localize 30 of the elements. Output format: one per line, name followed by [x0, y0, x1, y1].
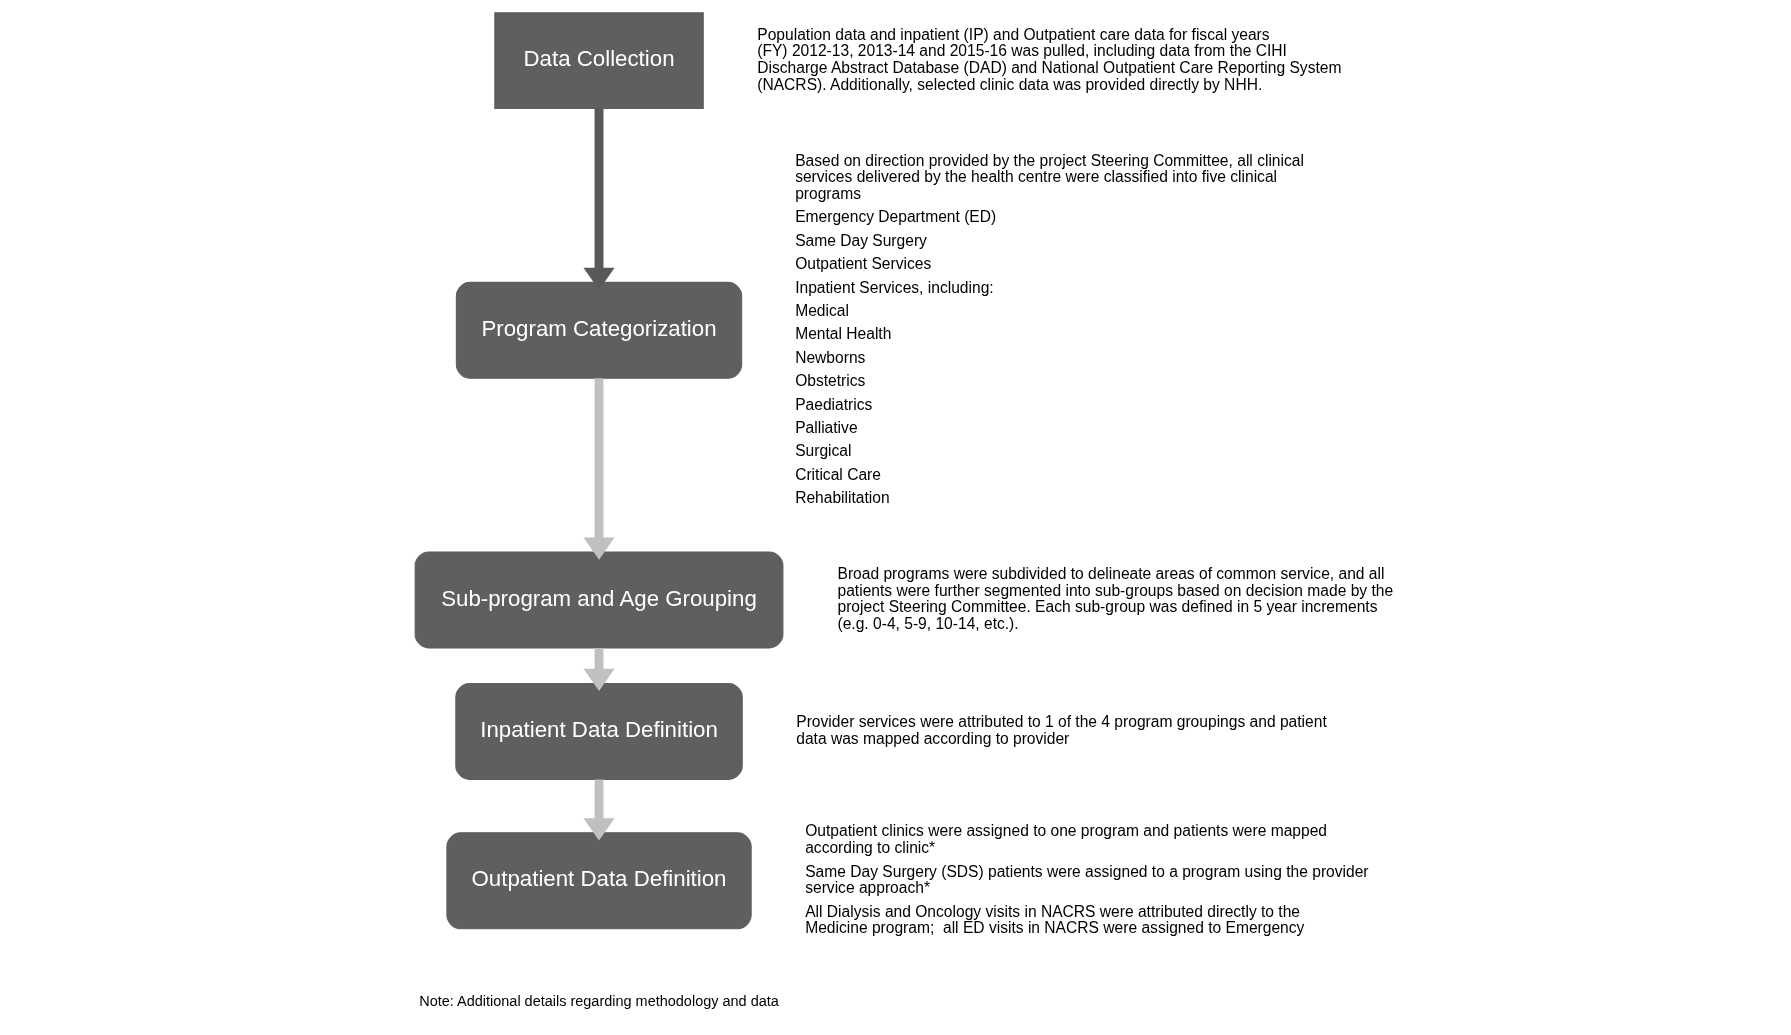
- arrow: [582, 108, 615, 291]
- node-label: Based on direction provided by the project Steering Committee, all clinical services delivered by the health centre were classified into five clinical programs: [794, 151, 1304, 203]
- arrow: [582, 378, 615, 560]
- arrow: [582, 648, 615, 691]
- node-label: Surgical: [794, 442, 851, 460]
- node-label: Paediatrics: [794, 395, 872, 413]
- node-label: Mental Health: [794, 325, 891, 343]
- arrow: [582, 779, 615, 841]
- node-label: Critical Care: [794, 465, 881, 483]
- node-label: Obstetrics: [794, 372, 865, 390]
- node-box: Sub-program and Age Grouping: [414, 551, 783, 649]
- node-box: Outpatient Data Definition: [445, 832, 752, 930]
- node-label: Medical: [794, 302, 849, 320]
- node-label: Newborns: [794, 348, 865, 366]
- node-label: Broad programs were subdivided to delineate areas of common service, and all patients were further segmented into sub-groups based on decision made by the project Steering Committee. Each sub-group was defined in 5 year increments (e.g. 0-4, 5-9, 10-14, etc.).: [837, 565, 1393, 633]
- node-label: Provider services were attributed to 1 of the 4 program groupings and patient data was mapped according to provider: [795, 713, 1327, 747]
- node-label: Inpatient Services, including:: [794, 278, 994, 296]
- node-label: Population data and inpatient (IP) and Outpatient care data for fiscal years (FY) 2012-13, 2013-14 and 2015-16 was pulled, including data from the CIHI Discharge Abstract Database (DAD) and National Outpatient Care Reporting System (NACRS). Additionally, selected clinic data was provided directly by NHH.: [756, 25, 1341, 93]
- node-label: Outpatient clinics were assigned to one program and patients were mapped according to clinic*: [804, 822, 1327, 857]
- label: Note: Additional details regarding methodology and data: [418, 993, 779, 1010]
- node-label: Rehabilitation: [794, 489, 890, 507]
- node-label: Palliative: [794, 419, 858, 437]
- node-label: Emergency Department (ED): [794, 208, 996, 226]
- node-box: Program Categorization: [455, 281, 742, 379]
- node-box: Inpatient Data Definition: [454, 683, 743, 780]
- node-label: Outpatient Services: [794, 255, 931, 273]
- node-box: Data Collection: [493, 12, 704, 110]
- node-label: Same Day Surgery (SDS) patients were assigned to a program using the provider service approach*: [804, 862, 1369, 897]
- node-label: All Dialysis and Oncology visits in NACRS were attributed directly to the Medicine program; all ED visits in NACRS were assigned to Emergency: [804, 902, 1304, 937]
- node-label: Same Day Surgery: [794, 231, 927, 249]
